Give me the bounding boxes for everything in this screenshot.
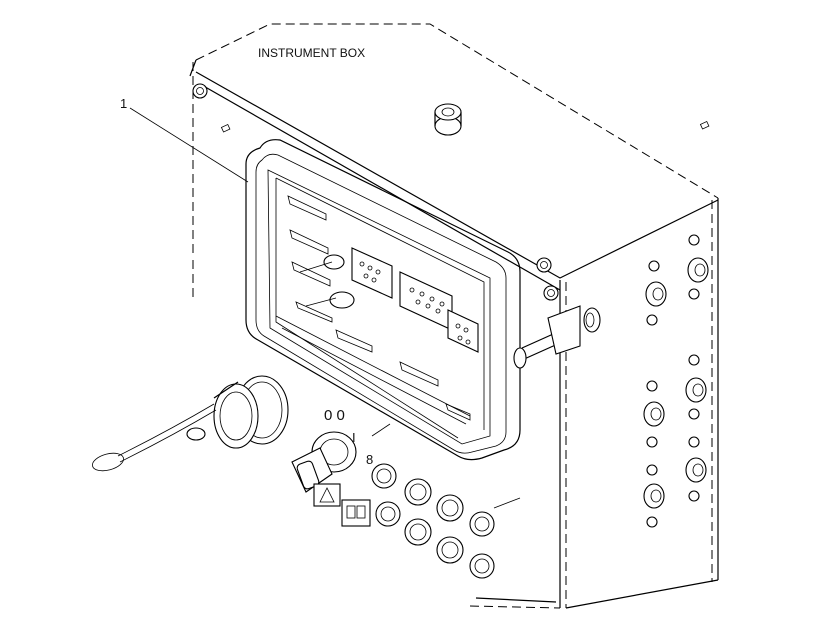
connector-center (399, 271, 453, 331)
connector-left (351, 247, 393, 299)
connector-cap (186, 375, 289, 449)
top-slot-right (699, 120, 710, 130)
warning-symbols (313, 483, 371, 527)
standoff-posts (299, 254, 355, 309)
callout-number: 1 (120, 96, 127, 111)
panel-mark-side: I (352, 430, 356, 445)
panel-mark-top: 0 0 (324, 407, 345, 424)
panel-mark-lower: 8 (366, 452, 373, 467)
diagram-title: INSTRUMENT BOX (258, 46, 365, 60)
top-knob (434, 103, 462, 136)
corner-screw-left (192, 83, 208, 99)
top-slot-left (220, 123, 231, 133)
display-frame (245, 139, 521, 461)
right-side-fittings (643, 234, 709, 528)
connector-right (447, 309, 479, 353)
key-switch (291, 431, 357, 493)
side-mount-pin (513, 305, 601, 369)
leader-line (129, 107, 249, 183)
lanyard-cord (92, 403, 217, 472)
corner-screw-right (543, 285, 559, 301)
corner-screw-mid (536, 257, 552, 273)
callout-1: 1 (120, 96, 249, 183)
control-buttons (371, 423, 521, 579)
